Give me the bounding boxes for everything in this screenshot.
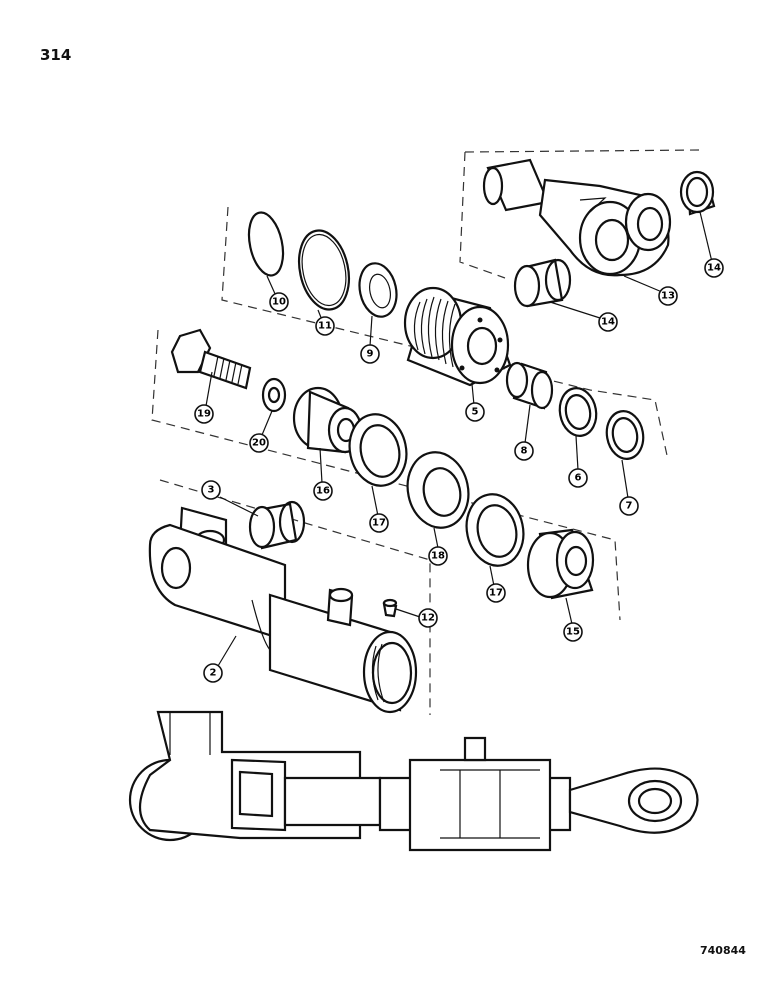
svg-text:3: 3 [208,485,215,496]
svg-text:11: 11 [318,321,332,332]
callout-11: 11 [315,316,335,336]
part-12-bleed-screw [382,598,398,618]
callout-7: 7 [619,496,639,516]
svg-text:17: 17 [372,518,386,529]
svg-text:2: 2 [210,668,217,679]
callout-16: 16 [313,481,333,501]
callout-8: 8 [514,441,534,461]
svg-text:8: 8 [521,446,528,457]
page-number: 314 [40,46,72,64]
callout-13: 13 [658,286,678,306]
svg-text:16: 16 [316,486,330,497]
callout-2: 2 [203,663,223,683]
part-2-cylinder-barrel [148,506,418,714]
callout-15: 15 [563,622,583,642]
svg-text:6: 6 [575,473,582,484]
svg-text:14: 14 [707,263,721,274]
part-9-seal [358,262,398,318]
callout-14-upper: 14 [704,258,724,278]
svg-text:19: 19 [197,409,211,420]
part-5-cylinder-head [403,286,512,387]
callout-9: 9 [360,344,380,364]
assembled-cylinder-section-view [128,710,699,852]
part-3-bushing [248,500,306,550]
callout-20: 20 [249,433,269,453]
part-10-snap-ring [247,211,285,277]
svg-text:17: 17 [489,588,503,599]
part-11-o-ring [297,229,351,311]
callout-12: 12 [418,608,438,628]
callout-17-upper: 17 [369,513,389,533]
part-17-seal-upper [348,413,408,487]
dashed-outline-head-group [221,206,669,461]
svg-text:10: 10 [272,297,286,308]
part-18-wear-ring [406,451,470,529]
callout-6: 6 [568,468,588,488]
svg-text:9: 9 [367,349,374,360]
part-17-seal-lower [465,493,525,567]
dashed-outline-piston-group [151,329,621,621]
part-7-wiper [605,410,645,460]
part-6-ring [558,387,598,437]
part-8-bushing [505,361,554,410]
callout-3: 3 [201,480,221,500]
callout-5: 5 [465,402,485,422]
callout-10: 10 [269,292,289,312]
svg-text:13: 13 [661,291,675,302]
svg-text:15: 15 [566,627,580,638]
dashed-outline-rod-end-group [459,149,701,279]
svg-text:12: 12 [421,613,435,624]
svg-text:18: 18 [431,551,445,562]
svg-text:20: 20 [252,438,266,449]
svg-text:5: 5 [472,407,479,418]
callout-17-lower: 17 [486,583,506,603]
figure-code: 740844 [700,944,746,957]
callout-18: 18 [428,546,448,566]
svg-text:7: 7 [626,501,633,512]
part-15-piston-nut [526,528,595,600]
svg-text:14: 14 [601,317,615,328]
part-19-piston-bolt [170,328,252,390]
callout-14-lower: 14 [598,312,618,332]
dashed-outline-barrel-group [159,479,431,715]
part-14-bushing-lower [513,258,572,308]
part-20-washer [261,377,287,413]
callout-19: 19 [194,404,214,424]
part-13-rod-end-eye [482,158,672,277]
part-14-bushing-upper [679,170,716,216]
